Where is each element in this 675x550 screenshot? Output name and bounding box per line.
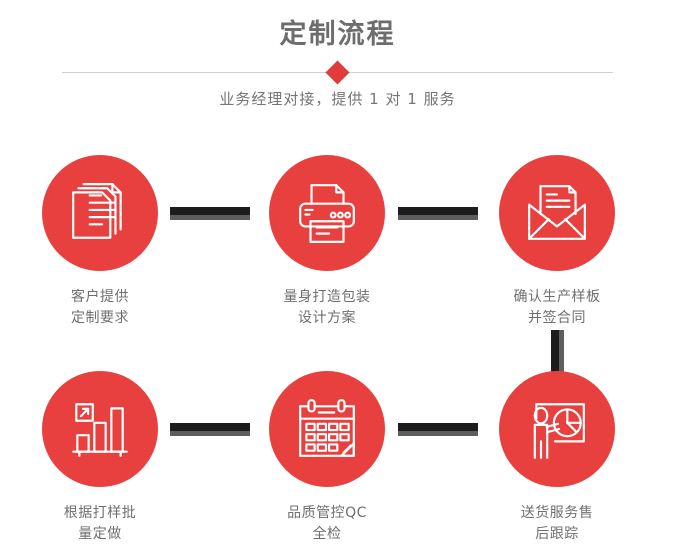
step-1-caption: 客户提供 定制要求	[10, 287, 190, 329]
connector-shadow	[170, 215, 250, 220]
page-title: 定制流程	[279, 19, 396, 50]
flow-step-3[interactable]: 确认生产样板 并签合同	[467, 155, 647, 329]
connector-step5-step6	[398, 423, 478, 436]
step-5-caption-line-1: 品质管控QC	[287, 505, 367, 521]
flow-step-4[interactable]: 根据打样批 量定做	[10, 371, 190, 545]
connector-bar	[170, 423, 250, 431]
step-6-caption-line-2: 后跟踪	[535, 526, 579, 542]
step-3-icon-circle[interactable]	[499, 155, 615, 271]
connector-step4-step5	[170, 423, 250, 436]
page-subtitle: 业务经理对接，提供 1 对 1 服务	[219, 90, 456, 108]
connector-bar	[398, 207, 478, 215]
flow-step-2[interactable]: 量身打造包装 设计方案	[237, 155, 417, 329]
envelope-letter-icon	[528, 185, 586, 240]
step-2-caption: 量身打造包装 设计方案	[237, 287, 417, 329]
printer-icon	[299, 184, 355, 243]
step-1-icon-circle[interactable]	[42, 155, 158, 271]
connector-shadow	[398, 215, 478, 220]
connector-shadow	[559, 330, 564, 376]
step-1-caption-line-1: 客户提供	[71, 289, 129, 305]
flow-step-5[interactable]: 品质管控QC 全检	[237, 371, 417, 545]
process-flow: 客户提供 定制要求	[0, 130, 675, 550]
step-4-caption: 根据打样批 量定做	[10, 503, 190, 545]
connector-bar	[551, 330, 559, 376]
step-6-caption: 送货服务售 后跟踪	[467, 503, 647, 545]
flow-step-6[interactable]: 送货服务售 后跟踪	[467, 371, 647, 545]
step-2-icon-circle[interactable]	[269, 155, 385, 271]
header-divider	[62, 59, 613, 85]
step-5-icon-circle[interactable]	[269, 371, 385, 487]
step-3-caption-line-1: 确认生产样板	[513, 289, 601, 305]
flow-step-1[interactable]: 客户提供 定制要求	[10, 155, 190, 329]
connector-shadow	[398, 431, 478, 436]
step-2-caption-line-1: 量身打造包装	[283, 289, 371, 305]
header: 定制流程 业务经理对接，提供 1 对 1 服务	[0, 0, 675, 130]
connector-shadow	[170, 431, 250, 436]
calendar-icon	[299, 399, 355, 457]
step-6-caption-line-1: 送货服务售	[520, 505, 594, 521]
presentation-person-icon	[533, 403, 585, 459]
connector-bar	[398, 423, 478, 431]
bar-chart-growth-icon	[72, 403, 128, 457]
step-4-caption-line-2: 量定做	[78, 526, 122, 542]
connector-step3-step6	[551, 330, 564, 376]
step-3-caption: 确认生产样板 并签合同	[467, 287, 647, 329]
step-3-caption-line-2: 并签合同	[528, 310, 586, 326]
connector-bar	[170, 207, 250, 215]
diamond-marker-icon	[325, 59, 350, 85]
connector-step2-step3	[398, 207, 478, 220]
documents-stack-icon	[72, 183, 122, 239]
step-6-icon-circle[interactable]	[499, 371, 615, 487]
step-5-caption-line-2: 全检	[312, 526, 342, 542]
step-2-caption-line-2: 设计方案	[298, 310, 356, 326]
step-5-caption: 品质管控QC 全检	[237, 503, 417, 545]
step-4-icon-circle[interactable]	[42, 371, 158, 487]
connector-step1-step2	[170, 207, 250, 220]
step-1-caption-line-2: 定制要求	[71, 310, 129, 326]
step-4-caption-line-1: 根据打样批	[63, 505, 137, 521]
